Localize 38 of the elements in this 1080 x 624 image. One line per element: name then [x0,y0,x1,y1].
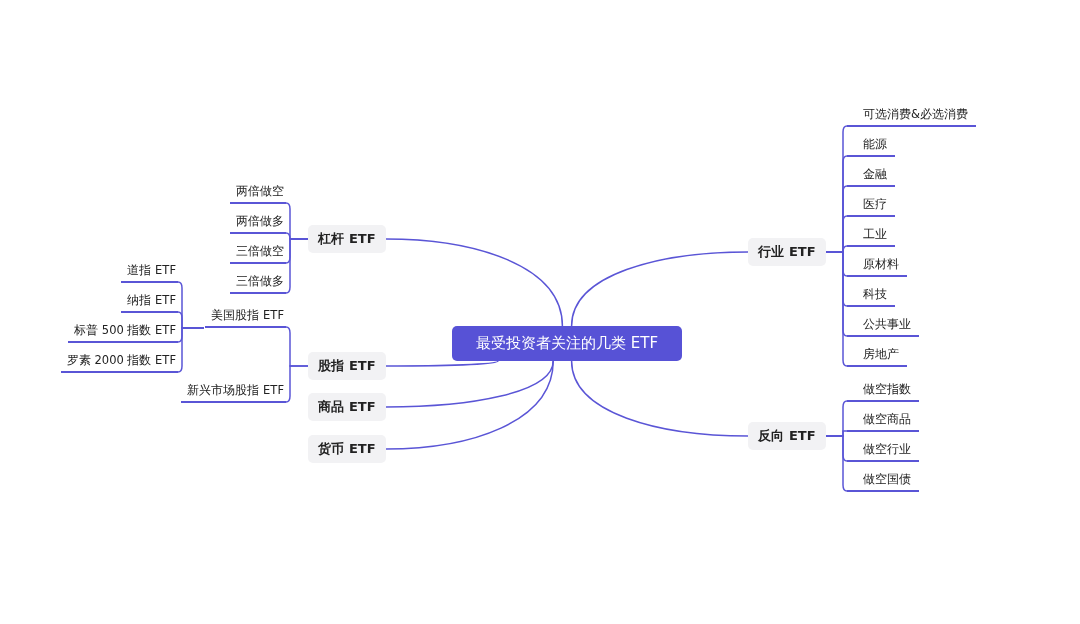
branch-topic: 行业 ETF [748,238,826,266]
branch-topic: 货币 ETF [308,435,386,463]
subtopic: 做空商品 [847,408,919,432]
connector-line [385,238,564,327]
subtopic: 医疗 [847,193,895,217]
subtopic: 新兴市场股指 ETF [181,379,286,403]
subtopic: 公共事业 [847,313,919,337]
subtopic: 道指 ETF [121,259,178,283]
subtopic: 纳指 ETF [121,289,178,313]
subtopic: 做空指数 [847,378,919,402]
subtopic: 金融 [847,163,895,187]
subtopic: 原材料 [847,253,907,277]
central-topic: 最受投资者关注的几类 ETF [452,326,682,361]
connector-line [285,238,309,294]
branch-topic: 反向 ETF [748,422,826,450]
connector-line [177,327,205,373]
connector-line [385,360,499,367]
connector-line [385,360,554,450]
subtopic: 工业 [847,223,895,247]
subtopic: 可选消费&必选消费 [847,103,976,127]
subtopic: 房地产 [847,343,907,367]
subtopic: 美国股指 ETF [205,304,286,328]
connector-line [570,251,749,327]
subtopic: 能源 [847,133,895,157]
subtopic: 做空国债 [847,468,919,492]
subtopic: 两倍做空 [230,180,286,204]
subtopic: 标普 500 指数 ETF [68,319,178,343]
subtopic: 做空行业 [847,438,919,462]
subtopic: 三倍做空 [230,240,286,264]
subtopic: 科技 [847,283,895,307]
subtopic: 罗素 2000 指数 ETF [60,349,178,373]
connector-line [285,365,309,403]
branch-topic: 股指 ETF [308,352,386,380]
subtopic: 两倍做多 [230,210,286,234]
branch-topic: 杠杆 ETF [308,225,386,253]
connector-line [570,360,749,437]
branch-topic: 商品 ETF [308,393,386,421]
subtopic: 三倍做多 [230,270,286,294]
